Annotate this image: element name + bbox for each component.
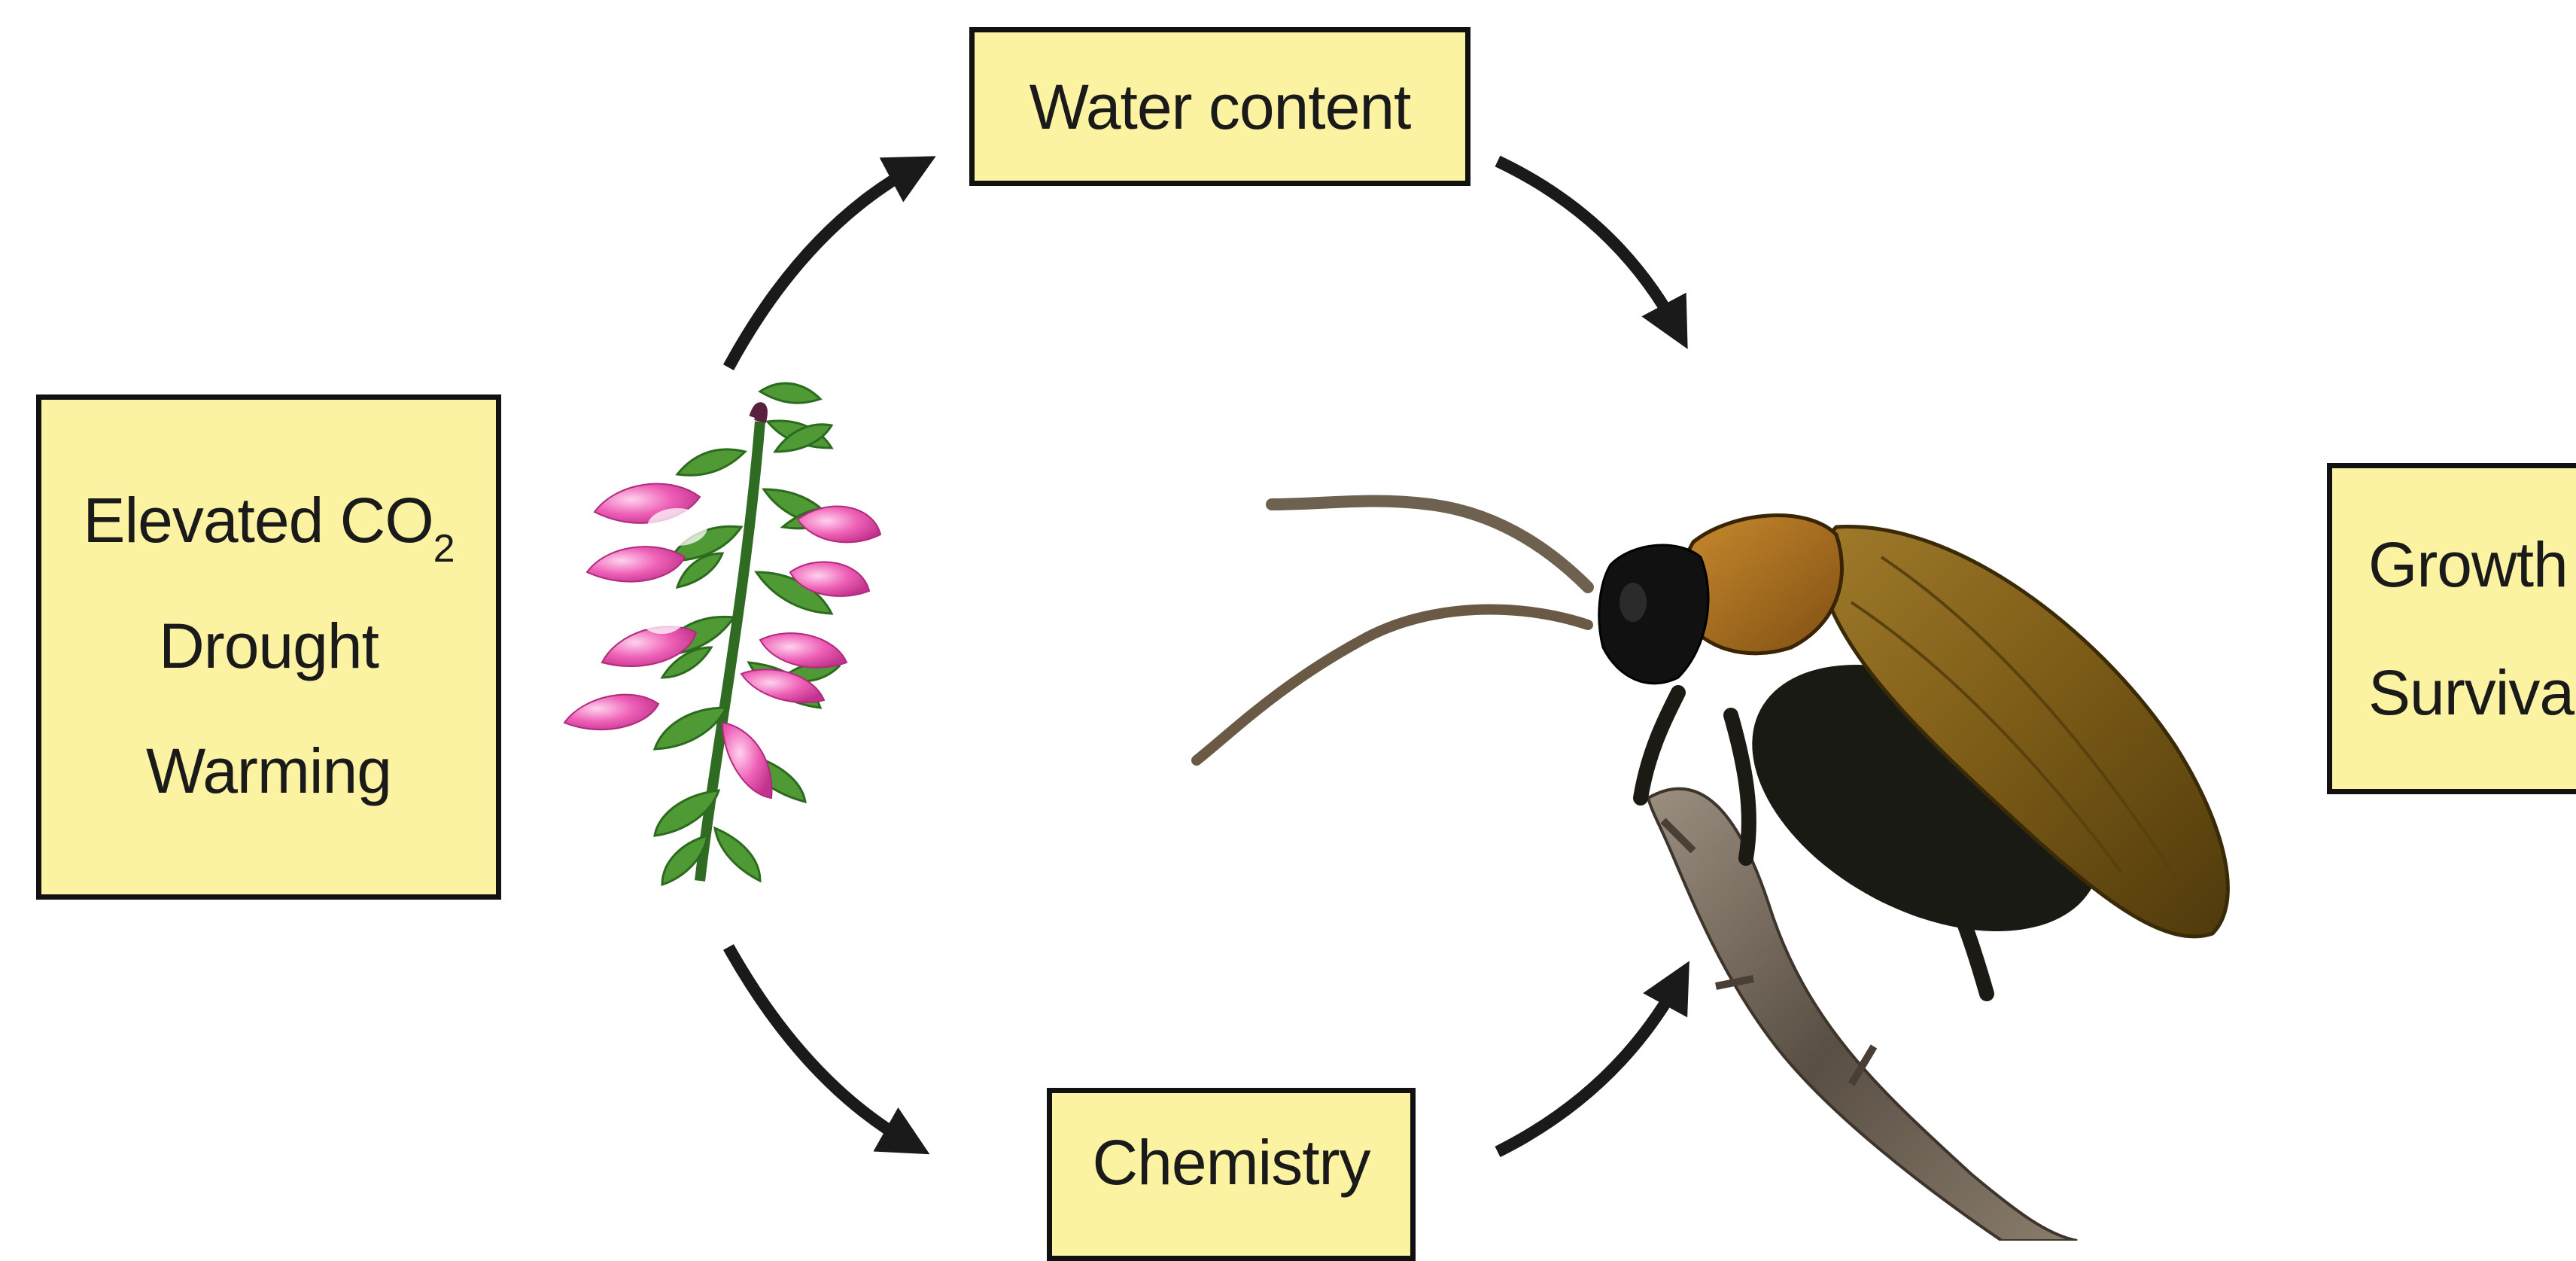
outcomes-box: Growth Survival [2327,463,2576,794]
flower-bell-3 [587,547,685,582]
drivers-box: Elevated CO2 Drought Warming [36,394,501,900]
chemistry-label: Chemistry [1092,1131,1370,1194]
antenna-upper [1272,501,1588,587]
chemistry-box: Chemistry [1047,1088,1416,1261]
driver-drought: Drought [159,614,379,678]
flower-bell-9 [722,723,771,798]
driver-co2: Elevated CO2 [83,489,454,552]
water-content-label: Water content [1029,75,1411,139]
arrow-plant-to-chemistry [728,947,912,1144]
heather-plant-illustration [564,383,880,885]
flower-bell-6 [760,633,847,668]
arrow-water-to-beetle [1498,161,1678,331]
flower-bell-8 [564,695,658,730]
outcome-survival: Survival [2368,661,2576,724]
arrow-plant-to-water [728,166,918,367]
outcome-growth: Growth [2368,533,2568,596]
beetle-head [1599,545,1708,684]
water-content-box: Water content [969,27,1470,186]
driver-co2-subscript: 2 [433,527,455,571]
antenna-lower [1197,610,1588,760]
driver-warming: Warming [146,739,391,803]
driver-co2-label: Elevated CO [83,485,433,556]
flower-bell-2 [798,507,880,543]
arrow-chemistry-to-beetle [1498,979,1680,1152]
